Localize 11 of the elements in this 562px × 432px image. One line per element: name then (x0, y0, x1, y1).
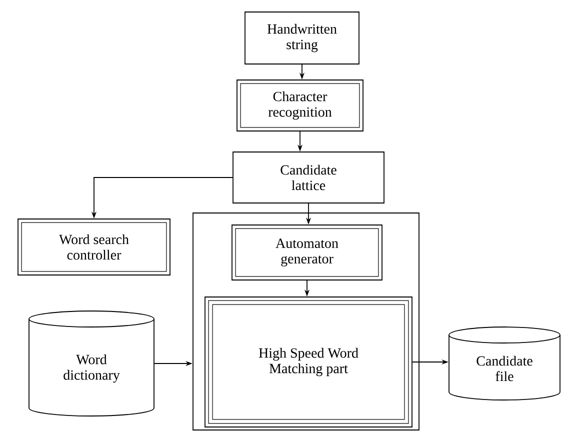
database-cylinder: Word dictionary (28, 310, 154, 416)
database-cylinder: Candidate file (448, 326, 560, 400)
process-box: Handwritten string (244, 12, 360, 64)
process-box: Automaton generator (232, 224, 382, 280)
node-label: Candidate file (476, 356, 532, 382)
process-box: High Speed Word Matching part (204, 296, 412, 428)
group-box (192, 212, 420, 430)
node-label: Word dictionary (64, 354, 120, 383)
process-box: Word search controller (18, 218, 170, 276)
process-box: Character recognition (236, 80, 364, 132)
process-box: Candidate lattice (232, 152, 384, 204)
